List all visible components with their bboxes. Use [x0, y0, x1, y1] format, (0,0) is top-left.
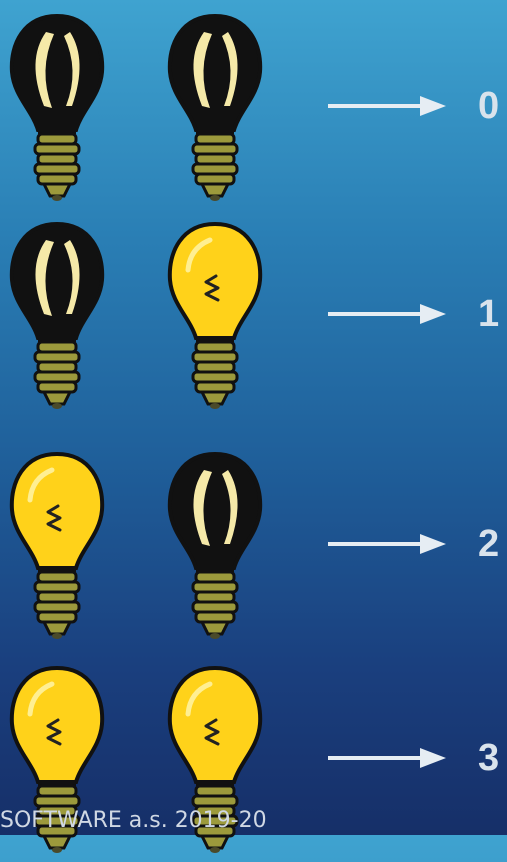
bulb-row: 0: [0, 0, 507, 200]
decimal-value: 1: [478, 292, 507, 336]
decimal-value: 2: [478, 522, 507, 566]
decimal-value: 0: [478, 84, 507, 128]
right-arrow-icon: [328, 748, 446, 768]
right-arrow-icon: [328, 304, 446, 324]
right-arrow-icon: [328, 534, 446, 554]
bulb-row: 1: [0, 208, 507, 408]
light-bulb-icon: [166, 10, 264, 210]
footer-copyright: SOFTWARE a.s. 2019-20: [0, 808, 267, 834]
light-bulb-icon: [166, 218, 264, 418]
light-bulb-icon: [8, 10, 106, 210]
decimal-value: 3: [478, 736, 507, 780]
right-arrow-icon: [328, 96, 446, 116]
light-bulb-icon: [8, 448, 106, 648]
bulb-row: 2: [0, 438, 507, 638]
light-bulb-icon: [166, 448, 264, 648]
light-bulb-icon: [8, 218, 106, 418]
